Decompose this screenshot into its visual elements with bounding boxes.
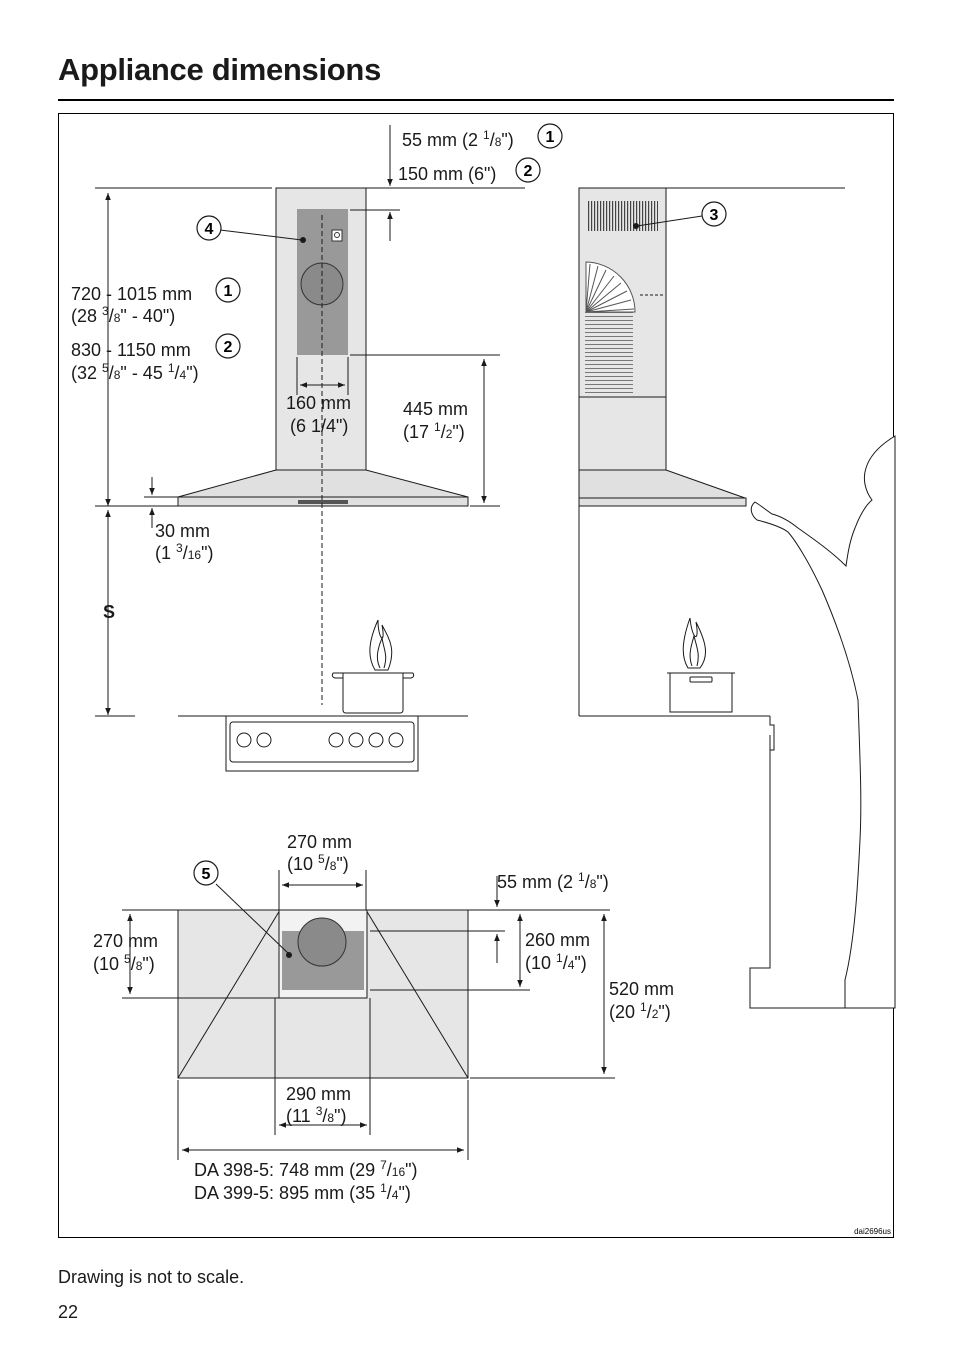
dim-height-range-2-inch: (32 5/8" - 45 1/4") — [71, 361, 199, 383]
callout-3: 3 — [710, 207, 719, 224]
dim-55mm-plan: 55 mm (2 1/8") — [497, 870, 609, 892]
dim-520mm-inch: (20 1/2") — [609, 1000, 671, 1022]
dim-445mm-inch: (17 1/2") — [403, 420, 465, 442]
controls-panel — [298, 500, 348, 504]
hood-side-view — [578, 187, 896, 1009]
cooking-pot — [342, 673, 404, 714]
dim-270mm-top: 270 mm — [287, 832, 352, 852]
hood-front-view — [95, 125, 525, 772]
flame-icon — [369, 619, 393, 671]
dim-260mm: 260 mm — [525, 930, 590, 950]
dim-445mm: 445 mm — [403, 399, 468, 419]
dim-s-label: S — [103, 602, 115, 622]
person-figure — [750, 435, 896, 1009]
dim-270mm-top-inch: (10 5/8") — [287, 852, 349, 874]
callout-4: 4 — [205, 221, 214, 238]
dim-290mm-inch: (11 3/8") — [286, 1104, 346, 1126]
dim-height-range-2: 830 - 1150 mm — [71, 340, 191, 360]
canopy-front — [177, 469, 469, 498]
dim-260mm-inch: (10 1/4") — [525, 951, 587, 973]
exhaust-grille — [588, 201, 658, 231]
dim-160mm: 160 mm — [286, 393, 351, 413]
dim-520mm: 520 mm — [609, 979, 674, 999]
title-rule — [58, 99, 894, 101]
drawing-code: dai2696us — [854, 1227, 891, 1236]
callout-2-top: 2 — [524, 163, 533, 180]
callout-5: 5 — [202, 866, 211, 883]
dim-30mm: 30 mm — [155, 521, 210, 541]
hood-plan-view — [122, 870, 615, 1160]
page-number: 22 — [58, 1302, 79, 1322]
caption-not-to-scale: Drawing is not to scale. — [58, 1267, 245, 1287]
dim-width-da398: DA 398-5: 748 mm (29 7/16") — [194, 1158, 418, 1180]
dim-270mm-left-inch: (10 5/8") — [93, 952, 155, 974]
dim-150mm-top: 150 mm (6") — [398, 164, 496, 184]
dim-55mm-top: 55 mm (2 1/8") — [402, 128, 514, 150]
dim-160mm-inch: (6 1/4") — [290, 416, 348, 436]
dim-290mm: 290 mm — [286, 1084, 351, 1104]
callout-2-left: 2 — [224, 339, 233, 356]
dim-30mm-inch: (1 3/16") — [155, 541, 213, 563]
dim-height-range-1: 720 - 1015 mm — [71, 284, 192, 304]
callout-1-left: 1 — [224, 283, 233, 300]
callout-1-top: 1 — [546, 129, 555, 146]
page-title: Appliance dimensions — [58, 52, 382, 87]
dim-width-da399: DA 399-5: 895 mm (35 1/4") — [194, 1181, 411, 1203]
dim-height-range-1-inch: (28 3/8" - 40") — [71, 304, 175, 326]
dim-270mm-left: 270 mm — [93, 931, 158, 951]
